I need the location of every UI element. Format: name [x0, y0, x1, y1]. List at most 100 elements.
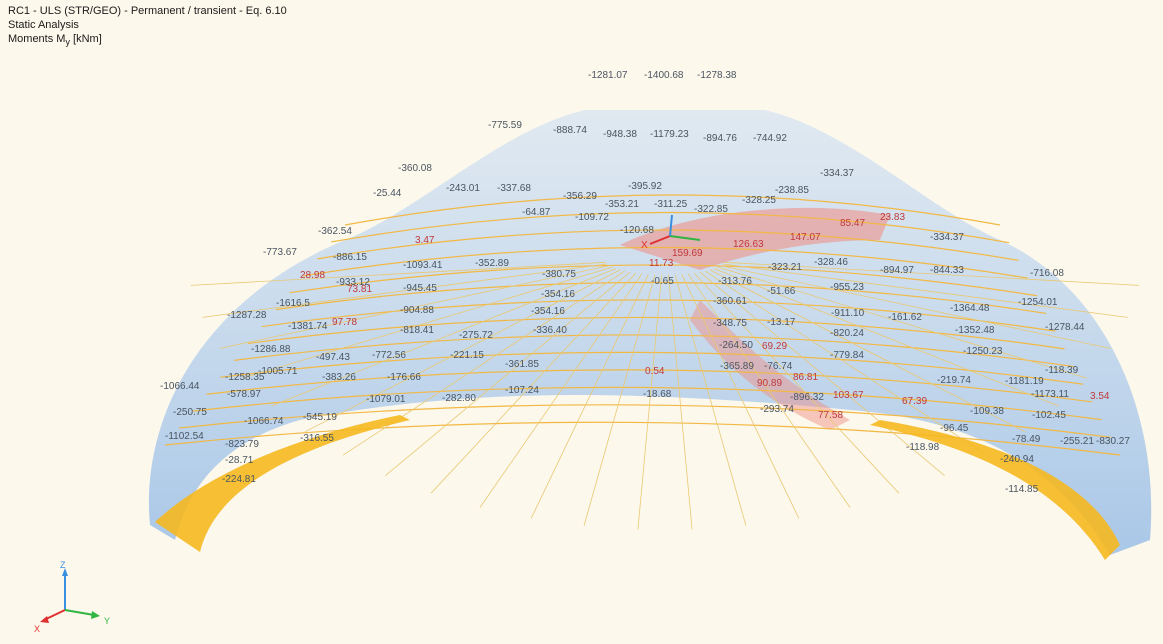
moment-value-label: -1278.44 — [1045, 322, 1085, 333]
moment-value-label: -264.50 — [719, 340, 753, 351]
moment-value-label: -76.74 — [764, 361, 793, 372]
moment-value-label: -773.67 — [263, 247, 297, 258]
radial-members — [190, 261, 1140, 530]
support-band-left — [155, 415, 410, 552]
moment-value-label: -64.87 — [522, 207, 551, 218]
result-subscript: y — [65, 37, 70, 48]
moment-value-label: -328.25 — [742, 195, 776, 206]
moment-value-label: 67.39 — [902, 396, 927, 407]
moment-value-label: -240.94 — [1000, 454, 1034, 465]
moment-value-label: 77.58 — [818, 410, 843, 421]
arch-member — [220, 351, 1084, 385]
moment-value-label: -497.43 — [316, 352, 350, 363]
moment-value-label: -322.85 — [694, 204, 728, 215]
radial-member — [674, 274, 747, 526]
result-quantity: Moments My [kNm] — [8, 32, 287, 49]
z-axis-label: Z — [60, 560, 66, 570]
moment-value-label: 69.29 — [762, 341, 787, 352]
moment-value-label: -243.01 — [446, 183, 480, 194]
result-prefix: Moments M — [8, 33, 66, 45]
moment-value-label: -118.98 — [906, 442, 940, 453]
moment-value-label: -221.15 — [450, 350, 484, 361]
radial-member — [717, 266, 1088, 379]
result-info-panel: RC1 - ULS (STR/GEO) - Permanent / transi… — [8, 4, 287, 49]
z-axis-arrow-icon — [62, 568, 68, 576]
moment-value-label: -775.59 — [488, 120, 522, 131]
moment-value-label: -114.85 — [1005, 484, 1039, 495]
moment-value-label: -250.75 — [173, 407, 207, 418]
moment-value-label: -51.66 — [767, 286, 796, 297]
x-axis-arrow-icon — [40, 616, 49, 623]
moment-value-label: -161.62 — [888, 312, 922, 323]
radial-member — [479, 273, 643, 508]
moment-value-label: -0.65 — [651, 276, 674, 287]
radial-member — [714, 268, 1059, 407]
moment-value-label: -1400.68 — [644, 70, 684, 81]
moment-value-label: -888.74 — [553, 125, 587, 136]
moment-value-label: 3.47 — [415, 235, 435, 246]
moment-value-label: -1616.5 — [276, 298, 310, 309]
moment-value-label: 103.67 — [833, 390, 864, 401]
moment-value-label: 0.54 — [645, 366, 665, 377]
moment-value-label: -395.92 — [628, 181, 662, 192]
arch-member — [317, 229, 1019, 261]
moment-value-label: -109.72 — [575, 212, 609, 223]
moment-value-label: -1079.01 — [366, 394, 406, 405]
moment-value-label: -348.75 — [713, 318, 747, 329]
moment-value-label: 11.73 — [649, 258, 674, 269]
moment-value-label: 23.83 — [880, 212, 905, 223]
moment-value-label: -894.76 — [703, 133, 737, 144]
moment-value-label: 86.81 — [793, 372, 818, 383]
moment-value-label: -820.24 — [830, 328, 864, 339]
moment-value-label: -1381.74 — [288, 321, 328, 332]
radial-member — [681, 274, 800, 519]
moment-value-label: -361.85 — [505, 359, 539, 370]
arch-member — [303, 246, 1028, 279]
moment-value-label: -293.74 — [760, 404, 794, 415]
moment-value-label: -1005.71 — [258, 366, 298, 377]
moment-value-label: -948.38 — [603, 129, 637, 140]
radial-member — [530, 274, 649, 519]
moment-value-label: -779.84 — [830, 350, 864, 361]
y-axis-label: Y — [104, 616, 110, 626]
moment-value-label: -255.21 — [1060, 436, 1094, 447]
moment-value-label: -13.17 — [767, 317, 796, 328]
moment-value-label: -275.72 — [459, 330, 493, 341]
radial-member — [699, 271, 945, 477]
moment-value-label: -1254.01 — [1018, 297, 1058, 308]
moment-value-label: -311.25 — [654, 199, 688, 210]
moment-value-label: -353.21 — [605, 199, 639, 210]
moment-value-label: -25.44 — [373, 188, 402, 199]
moment-value-label: -1364.48 — [950, 303, 990, 314]
moment-value-label: -945.45 — [403, 283, 437, 294]
moment-value-label: -1258.35 — [225, 372, 265, 383]
radial-member — [219, 265, 610, 349]
moment-value-label: -1287.28 — [227, 310, 267, 321]
moment-value-label: -18.68 — [643, 389, 672, 400]
moment-value-label: -1102.54 — [165, 431, 204, 442]
analysis-type: Static Analysis — [8, 19, 79, 31]
moment-value-label: -844.33 — [930, 265, 964, 276]
radial-member — [687, 273, 851, 508]
radial-member — [709, 269, 1026, 433]
moment-value-label: 3.54 — [1090, 391, 1110, 402]
moment-value-label: -1250.23 — [963, 346, 1003, 357]
moment-value-label: -1181.19 — [1005, 376, 1044, 387]
radial-member — [704, 270, 988, 456]
moment-value-label: -219.74 — [937, 375, 971, 386]
moment-value-label: -716.08 — [1030, 268, 1064, 279]
moment-value-label: 90.89 — [757, 378, 782, 389]
arch-member — [192, 386, 1102, 421]
moment-value-label: -323.21 — [768, 262, 802, 273]
moment-value-label: 73.81 — [347, 284, 372, 295]
moment-value-label: -1281.07 — [588, 70, 628, 81]
arch-member — [289, 264, 1038, 297]
moment-value-label: -360.61 — [713, 296, 747, 307]
moment-value-label: -823.79 — [225, 439, 259, 450]
moment-value-label: -904.88 — [400, 305, 434, 316]
moment-value-label: -224.81 — [222, 474, 256, 485]
global-axis-triad: Z X Y — [34, 560, 110, 634]
radial-member — [668, 274, 693, 530]
